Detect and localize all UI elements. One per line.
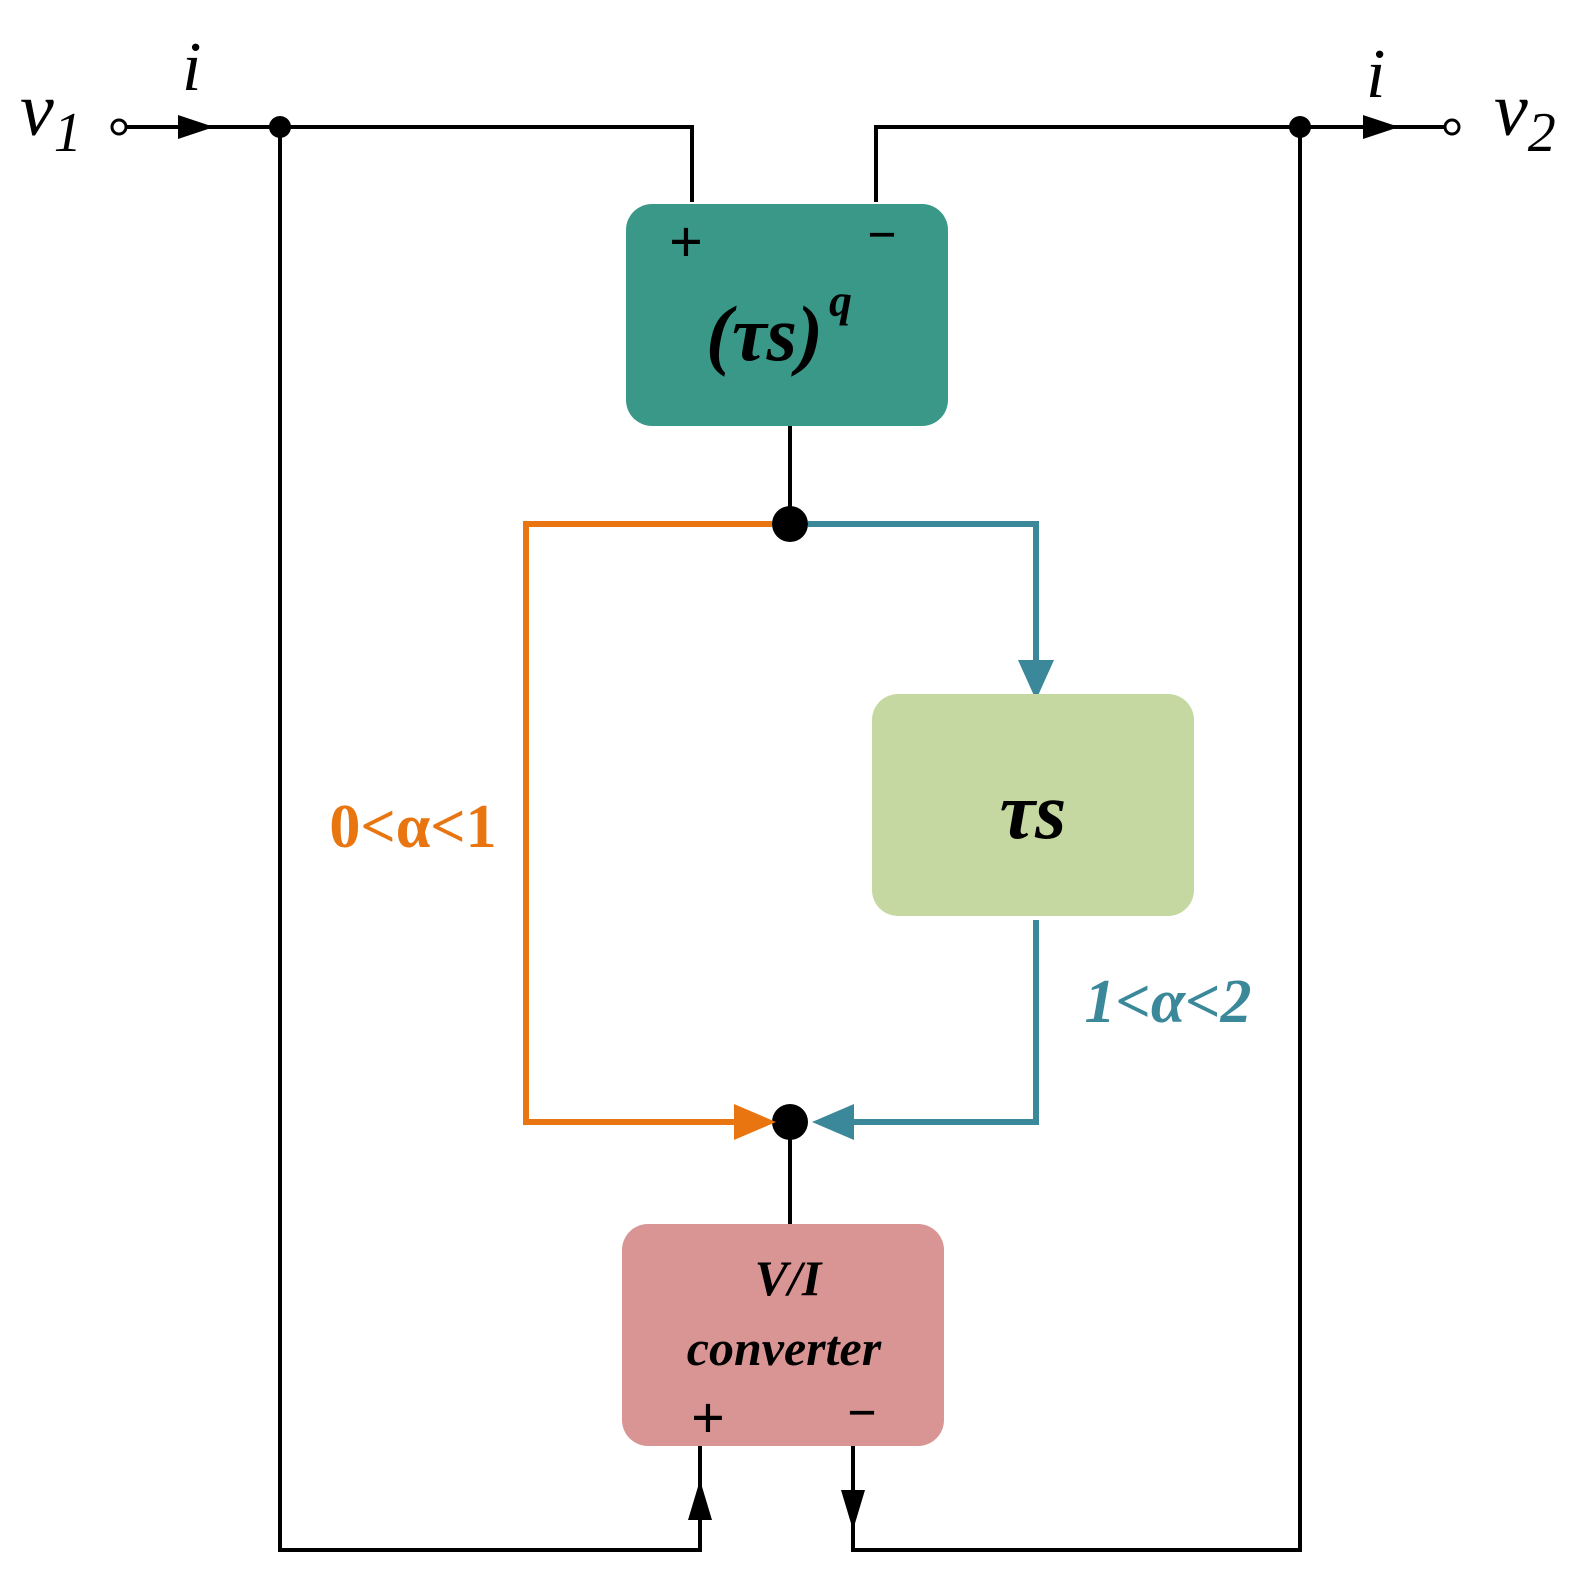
converter-minus: − (847, 1385, 877, 1442)
current-arrows (178, 115, 1399, 139)
converter-line2: converter (687, 1320, 882, 1376)
teal-branch (808, 521, 1054, 1140)
junction-top-left (269, 116, 291, 138)
integrator-block (872, 694, 1194, 916)
arrow-up-plus (688, 1480, 712, 1520)
orange-arrowhead (734, 1104, 776, 1140)
orange-branch-label: 0<α<1 (329, 793, 496, 861)
junction-split (772, 506, 808, 542)
terminal-v1 (110, 118, 128, 136)
v1-label: v1 (20, 68, 82, 164)
terminals (110, 118, 1461, 136)
converter-plus: + (691, 1385, 725, 1451)
junctions (269, 116, 1311, 1140)
current-label-left: i (182, 29, 201, 106)
teal-arrowhead-down (1018, 660, 1054, 700)
orange-branch (523, 521, 776, 1140)
fractional-operator: (τs)q (706, 275, 852, 377)
v2-label: v2 (1494, 68, 1556, 164)
arrow-down-minus (841, 1490, 865, 1530)
integrator-label: τs (1000, 768, 1067, 856)
fractional-block (626, 204, 948, 426)
converter-line1: V/I (755, 1250, 823, 1306)
junction-merge (772, 1104, 808, 1140)
converter-arrows (688, 1480, 865, 1530)
current-label-right: i (1366, 36, 1385, 113)
terminal-v2 (1443, 118, 1461, 136)
fractional-minus: − (867, 207, 897, 264)
teal-arrowhead-left (812, 1104, 854, 1140)
teal-branch-label: 1<α<2 (1085, 968, 1252, 1036)
current-arrow-left (178, 115, 214, 139)
fractional-plus: + (669, 209, 703, 275)
current-arrow-right (1363, 115, 1399, 139)
converter-block (622, 1224, 944, 1446)
junction-top-right (1289, 116, 1311, 138)
